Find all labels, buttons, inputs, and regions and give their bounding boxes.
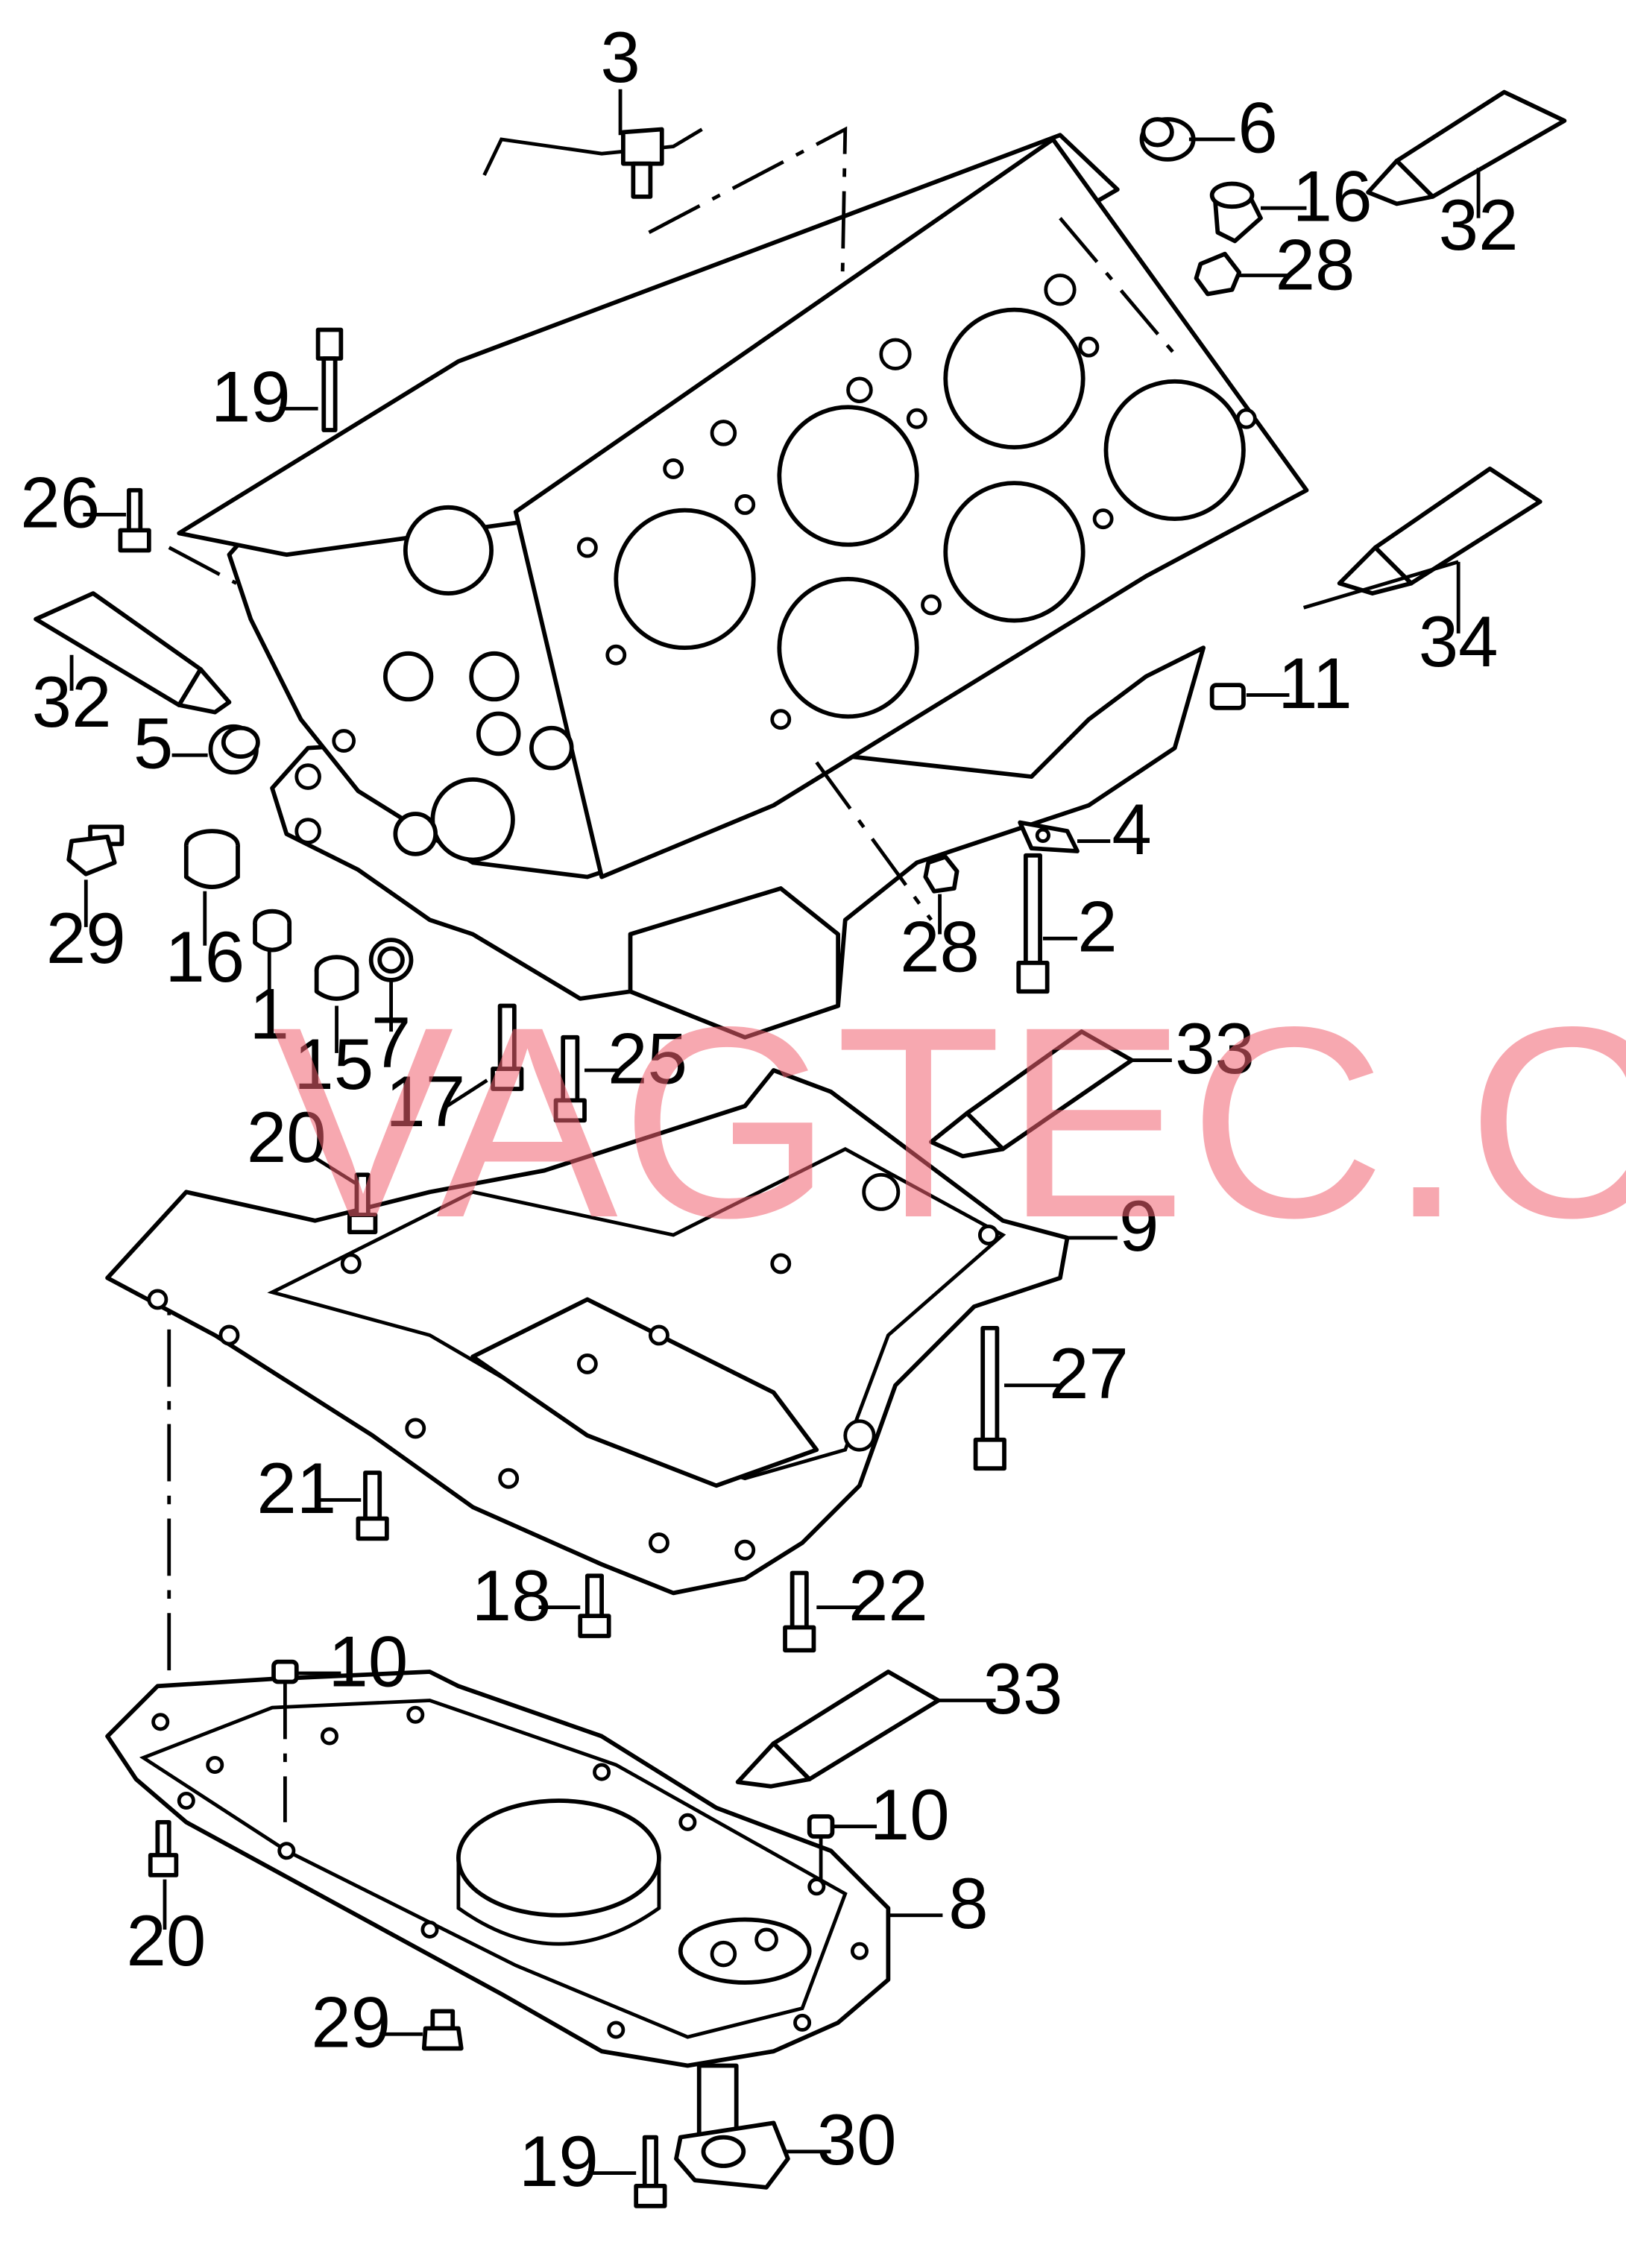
callout-10-right: 10 [870, 1775, 950, 1855]
callout-21: 21 [256, 1449, 336, 1529]
part-18-bolt [578, 1573, 611, 1638]
part-15-ring [314, 955, 359, 1001]
callout-17: 17 [385, 1062, 465, 1142]
callout-20-upper: 20 [247, 1098, 327, 1178]
part-26-bolt [118, 487, 151, 553]
callout-15: 15 [294, 1025, 374, 1105]
oil-pan-holes [151, 1705, 869, 2039]
part-10-plug-right [807, 1814, 835, 1839]
callout-4: 4 [1112, 790, 1151, 870]
callout-26: 26 [20, 464, 100, 543]
callout-32-top: 32 [1439, 186, 1519, 265]
part-32-sealant-tube-top [1366, 89, 1567, 206]
oil-pan-sensor-boss [678, 1917, 812, 1985]
callout-6: 6 [1238, 88, 1277, 168]
front-bore-small-5 [393, 812, 438, 856]
part-25-bolt [553, 1035, 587, 1123]
front-bore-large [403, 505, 494, 596]
part-19-bolt-lower [634, 2135, 667, 2208]
callout-2: 2 [1077, 887, 1117, 967]
cylinder-bore-2 [777, 577, 919, 719]
front-bore-small-3 [476, 711, 521, 756]
callout-25: 25 [608, 1019, 687, 1099]
callout-8: 8 [948, 1864, 988, 1944]
callout-16-top: 16 [1293, 157, 1373, 236]
callout-5: 5 [133, 704, 173, 784]
deck-holes [576, 274, 1257, 730]
part-19-bolt-top [315, 327, 344, 432]
part-17-bolt [491, 1003, 524, 1091]
cylinder-bore-5 [943, 307, 1085, 449]
cylinder-bore-4 [943, 481, 1085, 623]
cylinder-bore-3 [777, 405, 919, 547]
part-29-drain-plug [66, 824, 125, 876]
callout-19-lower: 19 [519, 2122, 599, 2202]
callout-29-left: 29 [46, 899, 126, 979]
callout-9: 9 [1119, 1187, 1159, 1266]
part-30-oil-level-sensor [674, 2063, 790, 2190]
part-6-plug [1139, 117, 1196, 162]
part-33-sealant-tube-lower [735, 1670, 941, 1789]
callout-20-lower: 20 [126, 1901, 206, 1981]
callout-19-top: 19 [211, 358, 291, 438]
callout-16-left: 16 [165, 917, 245, 997]
part-27-bolt [973, 1325, 1006, 1471]
part-5-threaded-plug [208, 724, 260, 775]
part-21-bolt [356, 1471, 389, 1541]
callout-28-top: 28 [1276, 226, 1355, 306]
callout-29-lower: 29 [311, 1983, 391, 2063]
cylinder-bore-1 [614, 508, 756, 651]
front-bore-small-2 [469, 651, 520, 702]
part-32-sealant-tube-left [34, 591, 232, 715]
upper-oil-pan-ladder [105, 1068, 1070, 1596]
callout-7: 7 [371, 1003, 411, 1083]
block-sump-extension [628, 886, 841, 1040]
part-11-plug [1209, 683, 1246, 710]
callout-33-upper: 33 [1175, 1009, 1255, 1089]
callout-10-top: 10 [328, 1622, 408, 1702]
part-1-sleeve [253, 909, 292, 953]
part-28-nut-top [1194, 251, 1242, 297]
callout-32-left: 32 [32, 663, 112, 742]
callout-30: 30 [817, 2100, 897, 2180]
part-7-seal [368, 938, 414, 982]
engine-block [177, 133, 1309, 1040]
part-20-bolt-upper [347, 1172, 378, 1235]
part-29-drain-plug-lower [421, 2009, 464, 2051]
callout-18: 18 [472, 1556, 552, 1636]
cylinder-bore-6 [1103, 379, 1246, 522]
callout-3: 3 [600, 18, 640, 98]
part-2-bolt [1016, 853, 1050, 994]
callout-28-lower: 28 [900, 907, 980, 987]
leader-lines [69, 89, 1481, 2176]
callout-22: 22 [848, 1556, 928, 1636]
lower-oil-pan [105, 1670, 891, 2068]
part-4-clip [1018, 820, 1080, 853]
oil-pan-pickup-ring [456, 1798, 661, 1918]
callout-labels: 3 6 16 32 28 19 26 34 32 11 5 4 29 16 1 … [20, 18, 1518, 2202]
callout-34: 34 [1419, 602, 1499, 682]
part-10-plug-top [271, 1659, 299, 1684]
part-3-bracket [482, 127, 703, 199]
part-22-bolt [783, 1570, 816, 1653]
ladder-frame-window [470, 1297, 819, 1488]
callout-33-lower: 33 [983, 1649, 1063, 1729]
ladder-frame-holes [147, 1172, 999, 1561]
callout-27: 27 [1049, 1334, 1129, 1414]
part-16-ring [183, 829, 240, 889]
part-28-nut-lower [923, 854, 959, 894]
callout-11: 11 [1278, 644, 1352, 724]
part-20-bolt-lower [148, 1819, 179, 1877]
front-bore-small-4 [529, 725, 574, 771]
part-16-cap-top [1209, 181, 1263, 244]
part-34-sealant-tube [1337, 467, 1543, 596]
watermark-text: VAGTEC.COM.UA [272, 970, 1626, 1274]
callout-1: 1 [250, 975, 289, 1055]
front-seal-bore [430, 777, 515, 862]
front-bore-small-1 [383, 651, 434, 702]
